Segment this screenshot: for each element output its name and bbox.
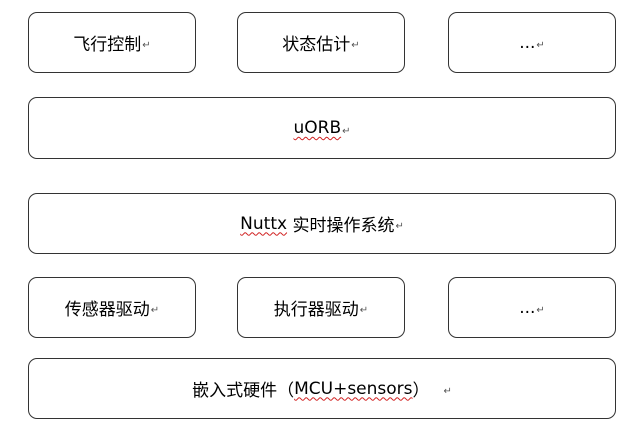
flight-control-box: 飞行控制↵: [28, 12, 196, 73]
state-estimation-box: 状态估计↵: [237, 12, 405, 73]
sensor-driver-label: 传感器驱动: [64, 300, 150, 320]
actuator-driver-box: 执行器驱动↵: [237, 277, 405, 338]
driver-more-box: ...↵: [448, 277, 616, 338]
paragraph-mark-icon: ↵: [536, 40, 545, 51]
actuator-driver-label: 执行器驱动: [273, 300, 359, 320]
paragraph-mark-icon: ↵: [342, 125, 351, 137]
app-more-label: ...: [519, 32, 536, 53]
app-more-box: ...↵: [448, 12, 616, 73]
uorb-box: uORB↵: [28, 97, 616, 159]
nuttx-os-box: Nuttx 实时操作系统↵: [28, 193, 616, 254]
paragraph-mark-icon: ↵: [536, 305, 545, 316]
paragraph-mark-icon: ↵: [351, 40, 360, 51]
paragraph-mark-icon: ↵: [142, 40, 151, 51]
paragraph-mark-icon: ↵: [359, 305, 369, 316]
hardware-prefix-label: 嵌入式硬件（: [192, 381, 295, 401]
sensor-driver-box: 传感器驱动↵: [28, 277, 196, 338]
embedded-hardware-box: 嵌入式硬件（MCU+sensors） ↵: [28, 358, 616, 419]
hardware-mcu-label: MCU+sensors: [294, 378, 413, 399]
uorb-label: uORB: [293, 118, 342, 138]
paragraph-mark-icon: ↵: [150, 305, 160, 316]
flight-control-label: 飞行控制: [73, 35, 142, 55]
driver-more-label: ...: [519, 297, 536, 318]
hardware-suffix-label: ）: [412, 381, 430, 401]
state-estimation-label: 状态估计: [282, 35, 351, 55]
paragraph-mark-icon: ↵: [395, 221, 404, 232]
paragraph-mark-icon: ↵: [443, 386, 452, 397]
nuttx-label: Nuttx: [240, 213, 288, 234]
rtos-label: 实时操作系统: [287, 216, 395, 236]
